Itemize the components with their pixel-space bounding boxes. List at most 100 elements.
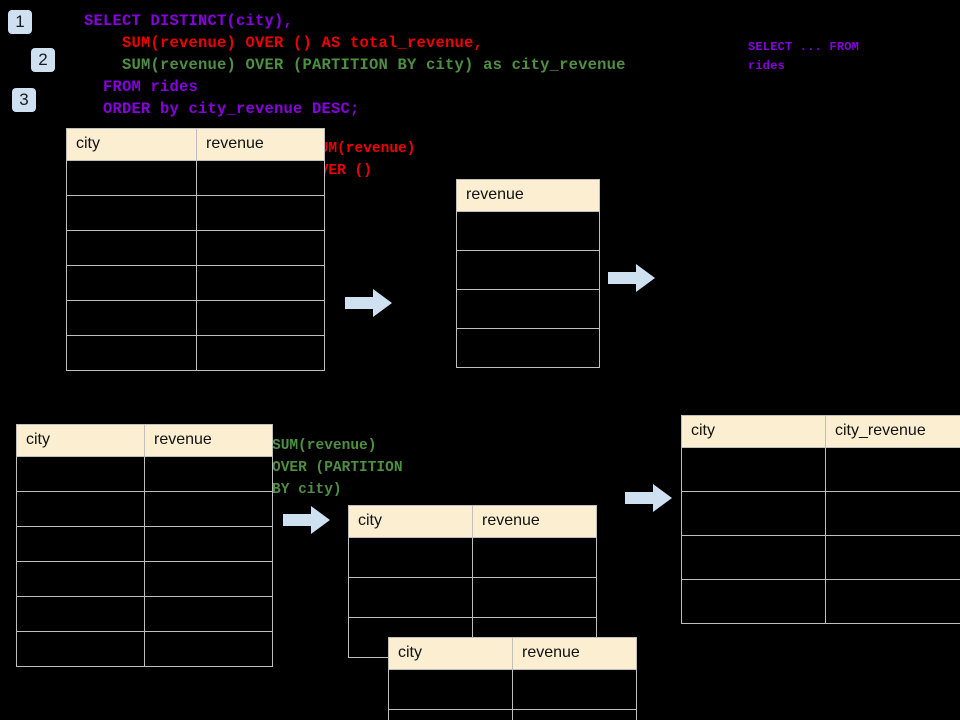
table-row (66, 335, 325, 371)
table-row (388, 709, 637, 720)
cell-revenue (196, 335, 325, 371)
cell-revenue (456, 289, 600, 329)
cell-city (66, 195, 197, 231)
cell-city (66, 300, 197, 336)
cell-city (66, 160, 197, 196)
cell-city (16, 596, 145, 632)
table-source-bottom: city revenue (16, 424, 273, 667)
cell-revenue (144, 596, 273, 632)
cell-city (348, 577, 473, 618)
table-source-top: city revenue (66, 128, 325, 371)
table-row (66, 160, 325, 196)
cell-city-revenue (825, 579, 960, 624)
arrow-bottom-left (283, 505, 331, 535)
table-header-row: city revenue (66, 128, 325, 161)
cell-revenue (456, 211, 600, 251)
cell-revenue (456, 328, 600, 368)
cell-revenue (144, 561, 273, 597)
cell-revenue (144, 631, 273, 667)
cell-city (681, 535, 826, 580)
cell-city (66, 335, 197, 371)
sql-line-sum-over-empty: SUM(revenue) OVER () AS total_revenue, (84, 34, 484, 52)
cell-city (16, 631, 145, 667)
sql-line-select-distinct: SELECT DISTINCT(city), (84, 12, 294, 30)
cell-revenue (144, 456, 273, 492)
table-header-row: city revenue (348, 505, 597, 538)
arrow-top-left (345, 288, 393, 318)
column-header-revenue: revenue (512, 637, 637, 670)
column-header-city: city (348, 505, 473, 538)
annotation-over-empty: SUM(revenue) OVER () (311, 141, 416, 179)
table-partition-front: city revenue (388, 637, 637, 720)
table-row (681, 535, 960, 580)
table-row (681, 579, 960, 624)
cell-revenue (144, 491, 273, 527)
cell-city (388, 669, 513, 710)
column-header-revenue: revenue (472, 505, 597, 538)
sql-line-order-by: ORDER by city_revenue DESC; (84, 100, 360, 118)
cell-revenue (472, 537, 597, 578)
annotation-over-partition: SUM(revenue) OVER (PARTITION BY city) (272, 438, 403, 498)
table-partition-back: city revenue (348, 505, 597, 658)
cell-city (681, 491, 826, 536)
cell-city (66, 265, 197, 301)
cell-revenue (196, 195, 325, 231)
cell-city (16, 526, 145, 562)
sql-line-from-rides: FROM rides (84, 78, 199, 96)
side-note-rides: rides (748, 59, 786, 73)
column-header-city: city (681, 415, 826, 448)
table-row (66, 230, 325, 266)
step-badge-3: 3 (12, 88, 36, 112)
table-row (456, 289, 600, 329)
cell-city (16, 456, 145, 492)
cell-city (348, 537, 473, 578)
table-row (456, 250, 600, 290)
cell-revenue (456, 250, 600, 290)
cell-city (681, 579, 826, 624)
table-row (456, 328, 600, 368)
sql-line-sum-over-partition: SUM(revenue) OVER (PARTITION BY city) as… (84, 56, 626, 74)
column-header-city: city (16, 424, 145, 457)
side-note-select-from: SELECT ... FROM (748, 40, 860, 54)
cell-revenue (196, 265, 325, 301)
step-badge-2: 2 (31, 48, 55, 72)
table-row (16, 456, 273, 492)
table-result-city-revenue: city city_revenue (681, 415, 960, 624)
table-row (456, 211, 600, 251)
table-row (16, 491, 273, 527)
cell-city (681, 447, 826, 492)
cell-revenue (196, 230, 325, 266)
cell-revenue (512, 669, 637, 710)
cell-city (388, 709, 513, 720)
cell-revenue (196, 160, 325, 196)
cell-city (66, 230, 197, 266)
cell-revenue (144, 526, 273, 562)
cell-revenue (512, 709, 637, 720)
table-row (16, 596, 273, 632)
column-header-city-revenue: city_revenue (825, 415, 960, 448)
column-header-city: city (66, 128, 197, 161)
table-row (66, 195, 325, 231)
column-header-revenue: revenue (456, 179, 600, 212)
table-row (16, 561, 273, 597)
cell-city-revenue (825, 447, 960, 492)
table-row (66, 265, 325, 301)
table-row (66, 300, 325, 336)
table-header-row: city city_revenue (681, 415, 960, 448)
table-row (348, 537, 597, 578)
column-header-revenue: revenue (196, 128, 325, 161)
arrow-top-right (608, 263, 656, 293)
table-header-row: revenue (456, 179, 600, 212)
step-badge-1: 1 (8, 10, 32, 34)
column-header-city: city (388, 637, 513, 670)
table-header-row: city revenue (388, 637, 637, 670)
cell-city (16, 561, 145, 597)
table-row (16, 526, 273, 562)
table-row (348, 577, 597, 618)
arrow-bottom-right (625, 483, 673, 513)
cell-revenue (472, 577, 597, 618)
table-total-revenue: revenue (456, 179, 600, 368)
cell-city-revenue (825, 491, 960, 536)
table-row (681, 491, 960, 536)
